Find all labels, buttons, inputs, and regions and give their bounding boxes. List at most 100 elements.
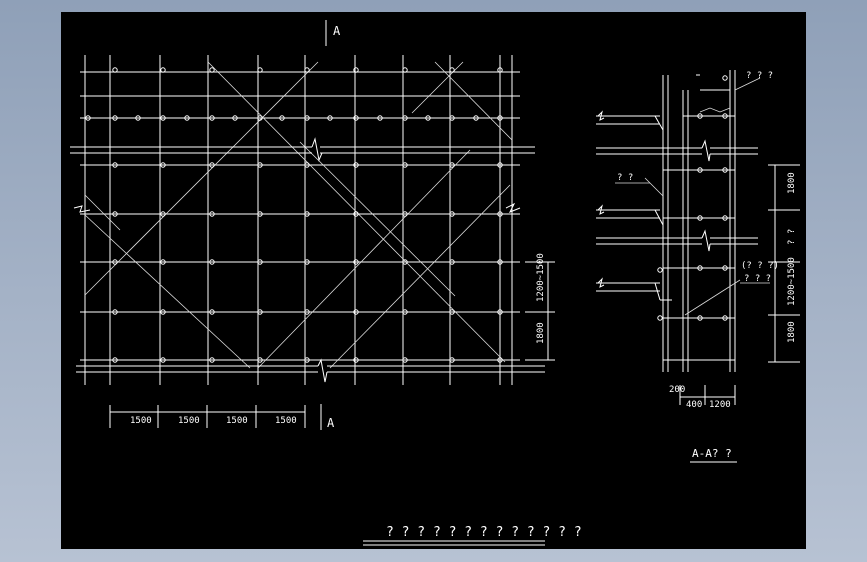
coupler	[402, 309, 408, 315]
coupler	[304, 211, 310, 217]
coupler	[304, 259, 310, 265]
callout-mid: (? ? ?)	[741, 261, 779, 271]
coupler	[112, 309, 118, 315]
coupler	[304, 115, 310, 121]
coupler	[304, 309, 310, 315]
coupler	[722, 315, 728, 321]
coupler	[697, 215, 703, 221]
section-couplers	[657, 75, 728, 321]
height-label-lower: 1800	[536, 322, 546, 344]
coupler	[497, 211, 503, 217]
coupler	[697, 167, 703, 173]
scaffold-standards	[84, 55, 513, 385]
coupler	[353, 67, 359, 73]
coupler	[257, 309, 263, 315]
elevation-view: A A	[70, 20, 555, 430]
coupler	[85, 115, 91, 121]
coupler	[135, 115, 141, 121]
coupler	[697, 315, 703, 321]
coupler	[304, 67, 310, 73]
coupler	[160, 211, 166, 217]
drawing-sheet	[61, 12, 806, 549]
sec-height-label-3: 1200~1500	[787, 257, 797, 306]
coupler	[722, 265, 728, 271]
sec-width-label-1: 400	[686, 400, 702, 410]
coupler	[257, 211, 263, 217]
coupler	[160, 162, 166, 168]
coupler	[257, 162, 263, 168]
coupler	[257, 115, 263, 121]
coupler	[112, 357, 118, 363]
floor-slab-lines	[70, 137, 545, 383]
coupler	[160, 115, 166, 121]
coupler	[353, 309, 359, 315]
coupler	[722, 113, 728, 119]
coupler	[353, 259, 359, 265]
sec-base-label: 200	[669, 385, 685, 395]
callout-left: ? ?	[617, 173, 633, 183]
coupler	[449, 309, 455, 315]
coupler	[449, 357, 455, 363]
section-mark-top: A	[333, 24, 341, 38]
coupler	[377, 115, 383, 121]
coupler	[473, 115, 479, 121]
coupler	[257, 357, 263, 363]
coupler	[209, 259, 215, 265]
sec-height-label-4: 1800	[787, 321, 797, 343]
coupler	[497, 67, 503, 73]
drawing-title: ? ? ? ? ? ? ? ? ? ? ? ? ?	[386, 525, 582, 540]
sec-height-label-2: ? ?	[787, 229, 797, 245]
coupler	[209, 67, 215, 73]
sec-width-label-2: 1200	[709, 400, 731, 410]
coupler	[279, 115, 285, 121]
coupler	[327, 115, 333, 121]
spacing-label-3: 1500	[226, 416, 248, 426]
coupler	[160, 357, 166, 363]
coupler	[449, 211, 455, 217]
coupler	[304, 162, 310, 168]
coupler	[722, 215, 728, 221]
coupler	[112, 259, 118, 265]
title-block: ? ? ? ? ? ? ? ? ? ? ? ? ?	[363, 525, 582, 546]
coupler	[402, 259, 408, 265]
coupler	[112, 211, 118, 217]
coupler	[697, 113, 703, 119]
coupler	[657, 267, 663, 273]
coupler	[304, 357, 310, 363]
callout-top: ? ? ?	[746, 71, 773, 81]
coupler	[402, 211, 408, 217]
coupler	[449, 259, 455, 265]
section-mark-bottom: A	[327, 416, 335, 430]
coupler	[112, 67, 118, 73]
coupler	[232, 115, 238, 121]
coupler	[209, 357, 215, 363]
coupler	[497, 115, 503, 121]
coupler	[425, 115, 431, 121]
spacing-label-4: 1500	[275, 416, 297, 426]
section-view: 1800 ? ? 1200~1500 1800 400 1200 200 ? ?…	[596, 70, 800, 463]
coupler	[449, 115, 455, 121]
coupler	[497, 357, 503, 363]
coupler	[449, 67, 455, 73]
height-label-upper: 1200~1500	[536, 253, 546, 302]
coupler	[449, 162, 455, 168]
coupler	[722, 75, 728, 81]
cross-bracing	[84, 61, 513, 369]
coupler	[160, 309, 166, 315]
coupler	[112, 115, 118, 121]
spacing-label-1: 1500	[130, 416, 152, 426]
coupler	[209, 309, 215, 315]
couplers	[85, 67, 503, 363]
spacing-label-2: 1500	[178, 416, 200, 426]
coupler	[353, 162, 359, 168]
coupler	[402, 357, 408, 363]
coupler	[160, 259, 166, 265]
height-dimension: 1200~1500 1800	[525, 253, 555, 361]
coupler	[497, 309, 503, 315]
coupler	[402, 162, 408, 168]
coupler	[697, 265, 703, 271]
coupler	[209, 211, 215, 217]
coupler	[257, 259, 263, 265]
coupler	[657, 315, 663, 321]
